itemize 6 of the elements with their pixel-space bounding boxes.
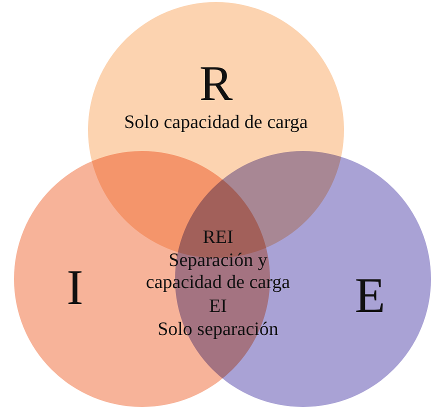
region-label: REI <box>202 227 234 249</box>
circle-caption: Solo capacidad de carga <box>123 112 309 134</box>
circle-letter: R <box>198 58 234 108</box>
circle-letter: E <box>354 270 386 320</box>
region-label: EI <box>208 296 228 318</box>
circle-letter: I <box>66 262 84 312</box>
